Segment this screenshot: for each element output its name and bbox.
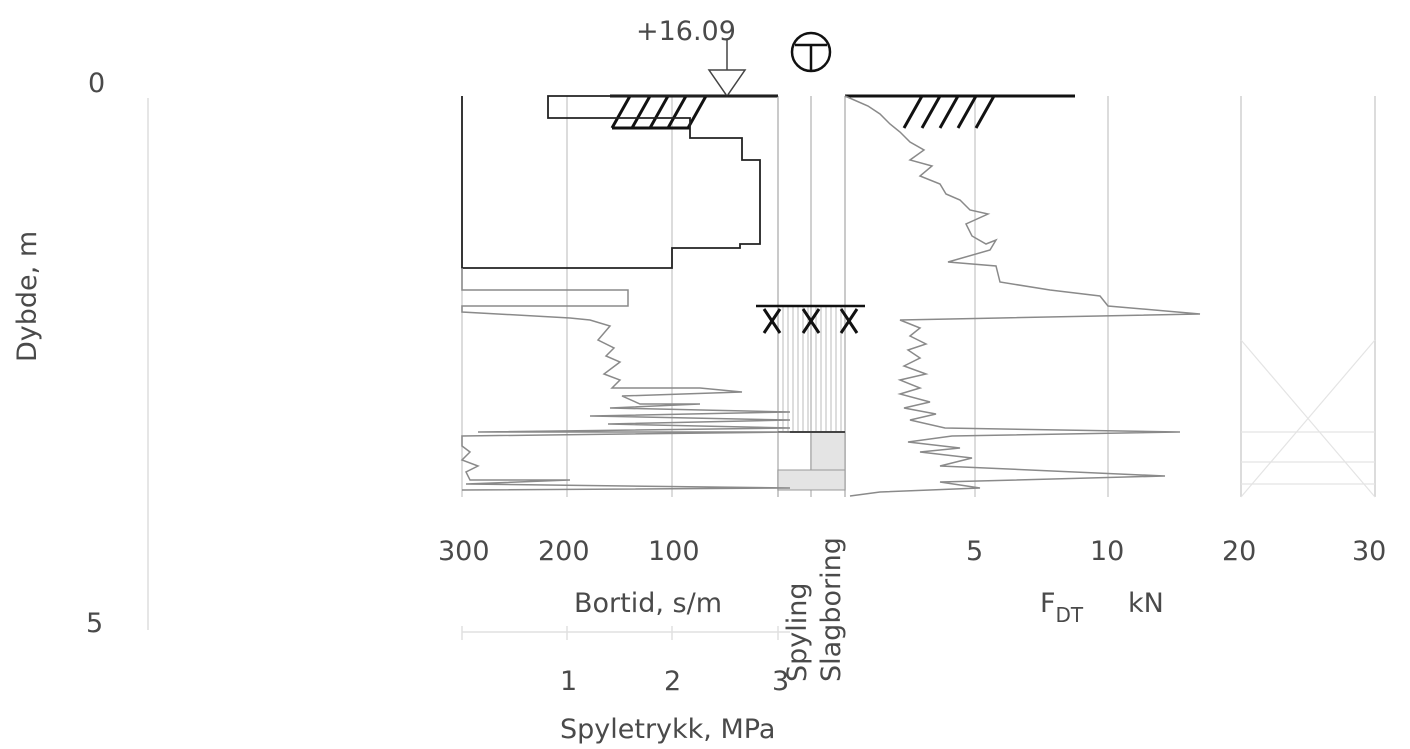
elevation-label: +16.09 — [636, 16, 736, 47]
depth-tick-0: 0 — [88, 68, 105, 99]
fdt-label-main: F — [1040, 588, 1056, 619]
faint-cross — [1240, 339, 1376, 498]
elevation-arrow-icon — [707, 69, 747, 98]
fdt-grid — [844, 96, 1376, 497]
fdt-tick-5: 5 — [966, 536, 983, 567]
hatch-icon — [902, 95, 996, 129]
circle-T-icon — [790, 31, 832, 73]
bortid-grid — [461, 96, 779, 497]
hatch-icon — [610, 95, 708, 130]
spyletrykk-axis-title: Spyletrykk, MPa — [560, 714, 775, 745]
bortid-tick-300: 300 — [438, 536, 490, 567]
spyletrykk-tick-2: 2 — [664, 666, 681, 697]
bortid-tick-100: 100 — [648, 536, 700, 567]
fdt-axis-title: FDT — [1040, 588, 1084, 627]
slagboring-segment — [777, 469, 846, 491]
method-columns — [777, 96, 846, 497]
slagboring-label: Slagboring — [816, 537, 847, 682]
spyletrykk-tick-3: 3 — [772, 666, 789, 697]
spyletrykk-tick-1: 1 — [560, 666, 577, 697]
fdt-tick-20: 20 — [1222, 536, 1256, 567]
bortid-trace-lower — [460, 268, 791, 491]
fdt-label-sub: DT — [1056, 603, 1084, 627]
depth-tick-5: 5 — [86, 608, 103, 639]
spyletrykk-ticks — [461, 626, 779, 640]
x-marker-icon — [762, 308, 859, 334]
bortid-axis-title: Bortid, s/m — [574, 588, 722, 619]
fdt-trace — [844, 95, 1201, 497]
bortid-trace-upper — [461, 95, 778, 269]
slagboring-segment — [810, 431, 846, 471]
bortid-tick-200: 200 — [538, 536, 590, 567]
depth-axis-title: Dybde, m — [12, 231, 43, 362]
fdt-tick-10: 10 — [1090, 536, 1124, 567]
fdt-unit: kN — [1128, 588, 1164, 619]
fdt-tick-30: 30 — [1352, 536, 1386, 567]
